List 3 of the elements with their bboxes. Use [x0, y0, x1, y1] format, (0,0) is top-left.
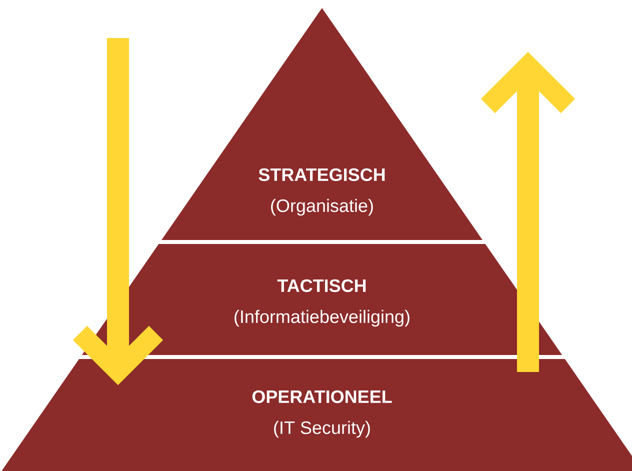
pyramid-level: OPERATIONEEL (IT Security) [2, 359, 632, 471]
pyramid-level: STRATEGISCH (Organisatie) [162, 8, 482, 240]
pyramid-level: TACTISCH (Informatiebeveiliging) [82, 244, 562, 355]
